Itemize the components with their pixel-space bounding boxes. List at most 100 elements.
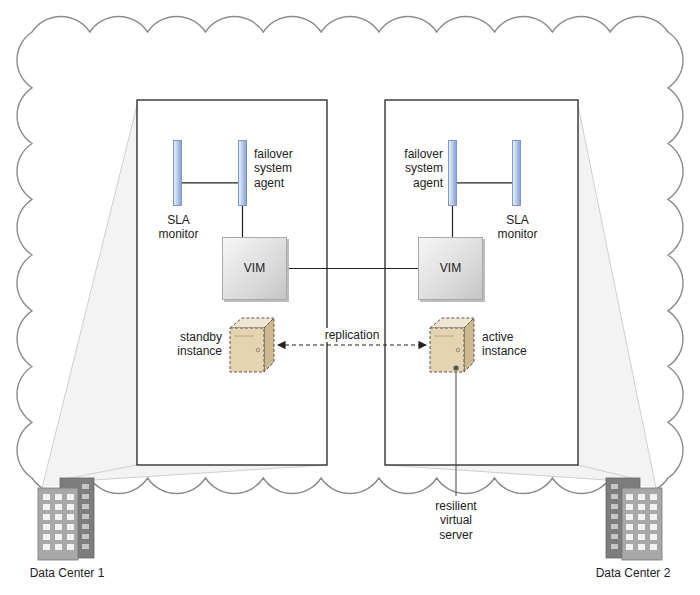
- building-window: [55, 534, 62, 540]
- building-window: [82, 534, 89, 539]
- building-window: [43, 534, 50, 540]
- server-slot: [234, 336, 254, 337]
- edge-label: replication: [323, 328, 382, 342]
- beam-line: [94, 465, 327, 480]
- server-icon: [428, 316, 476, 374]
- connector-line: [182, 182, 238, 183]
- server-front: [230, 328, 264, 372]
- building-window: [638, 544, 645, 550]
- building-window: [67, 504, 74, 510]
- building-window: [67, 544, 74, 550]
- beam-line: [578, 105, 656, 488]
- building-window: [55, 514, 62, 520]
- callout-label: resilient virtual server: [427, 499, 485, 542]
- building-window: [638, 534, 645, 540]
- building-window: [611, 534, 618, 539]
- node-label: standby instance: [166, 330, 222, 359]
- building-window: [626, 524, 633, 530]
- server-side: [264, 318, 274, 372]
- building-window: [650, 504, 657, 510]
- building-window: [82, 514, 89, 519]
- node-label: VIM: [440, 261, 461, 275]
- building-window: [611, 504, 618, 509]
- building-window: [626, 544, 633, 550]
- building-window: [638, 504, 645, 510]
- server-instance: standby instance: [228, 316, 276, 374]
- building-window: [67, 514, 74, 520]
- server-slot: [434, 336, 454, 337]
- node-label: VIM: [244, 261, 265, 275]
- node-label: Data Center 2: [573, 566, 693, 580]
- building-window: [67, 534, 74, 540]
- connector-line: [452, 206, 453, 237]
- building-front: [38, 488, 78, 560]
- building-window: [55, 544, 62, 550]
- building-window: [626, 504, 633, 510]
- building-window: [626, 514, 633, 520]
- building-window: [611, 544, 618, 549]
- building-window: [43, 524, 50, 530]
- building-window: [650, 524, 657, 530]
- building-window: [43, 504, 50, 510]
- building-window: [650, 494, 657, 500]
- server-instance: active instance: [428, 316, 476, 374]
- building-window: [67, 524, 74, 530]
- building-window: [650, 534, 657, 540]
- beam-line: [385, 465, 606, 480]
- building-window: [43, 514, 50, 520]
- building-window: [638, 494, 645, 500]
- data-center-panel: [385, 100, 578, 465]
- building-window: [626, 494, 633, 500]
- replication-arrow: [278, 344, 426, 345]
- server-side: [464, 318, 474, 372]
- vim-box: VIM: [418, 237, 483, 300]
- sla-monitor: SLA monitor: [512, 140, 521, 206]
- building-window: [55, 494, 62, 500]
- building-window: [43, 494, 50, 500]
- building-window: [638, 524, 645, 530]
- callout-dot: [453, 365, 458, 370]
- node-label: SLA monitor: [153, 213, 205, 242]
- building-window: [611, 524, 618, 529]
- building-window: [611, 494, 618, 499]
- leader-line: [456, 370, 457, 496]
- building-window: [638, 514, 645, 520]
- building-window: [82, 524, 89, 529]
- building-window: [82, 484, 89, 489]
- building-window: [82, 504, 89, 509]
- node-label: failover system agent: [254, 147, 312, 190]
- building-window: [626, 534, 633, 540]
- building-window: [82, 544, 89, 549]
- sla-monitor: SLA monitor: [173, 140, 182, 206]
- failover-agent: failover system agent: [238, 140, 247, 206]
- connector-line: [457, 182, 512, 183]
- node-label: failover system agent: [385, 147, 443, 190]
- failover-agent: failover system agent: [448, 140, 457, 206]
- vim-box: VIM: [222, 237, 287, 300]
- node-label: Data Center 1: [7, 566, 127, 580]
- building-window: [650, 544, 657, 550]
- building-window: [55, 524, 62, 530]
- beam-line: [42, 105, 137, 488]
- data-center-building: Data Center 1: [38, 478, 96, 560]
- node-label: active instance: [482, 330, 538, 359]
- server-front: [430, 328, 464, 372]
- building-window: [43, 544, 50, 550]
- building-window: [611, 514, 618, 519]
- server-button: [456, 348, 460, 352]
- building-window: [611, 484, 618, 489]
- building-window: [650, 514, 657, 520]
- data-center-panel: [137, 100, 327, 465]
- server-button: [256, 348, 260, 352]
- building-window: [82, 494, 89, 499]
- building-window: [55, 504, 62, 510]
- server-icon: [228, 316, 276, 374]
- building-icon: [604, 478, 662, 560]
- node-label: SLA monitor: [492, 213, 544, 242]
- building-front: [622, 488, 662, 560]
- data-center-building: Data Center 2: [604, 478, 662, 560]
- connector-line: [287, 268, 418, 269]
- building-icon: [38, 478, 96, 560]
